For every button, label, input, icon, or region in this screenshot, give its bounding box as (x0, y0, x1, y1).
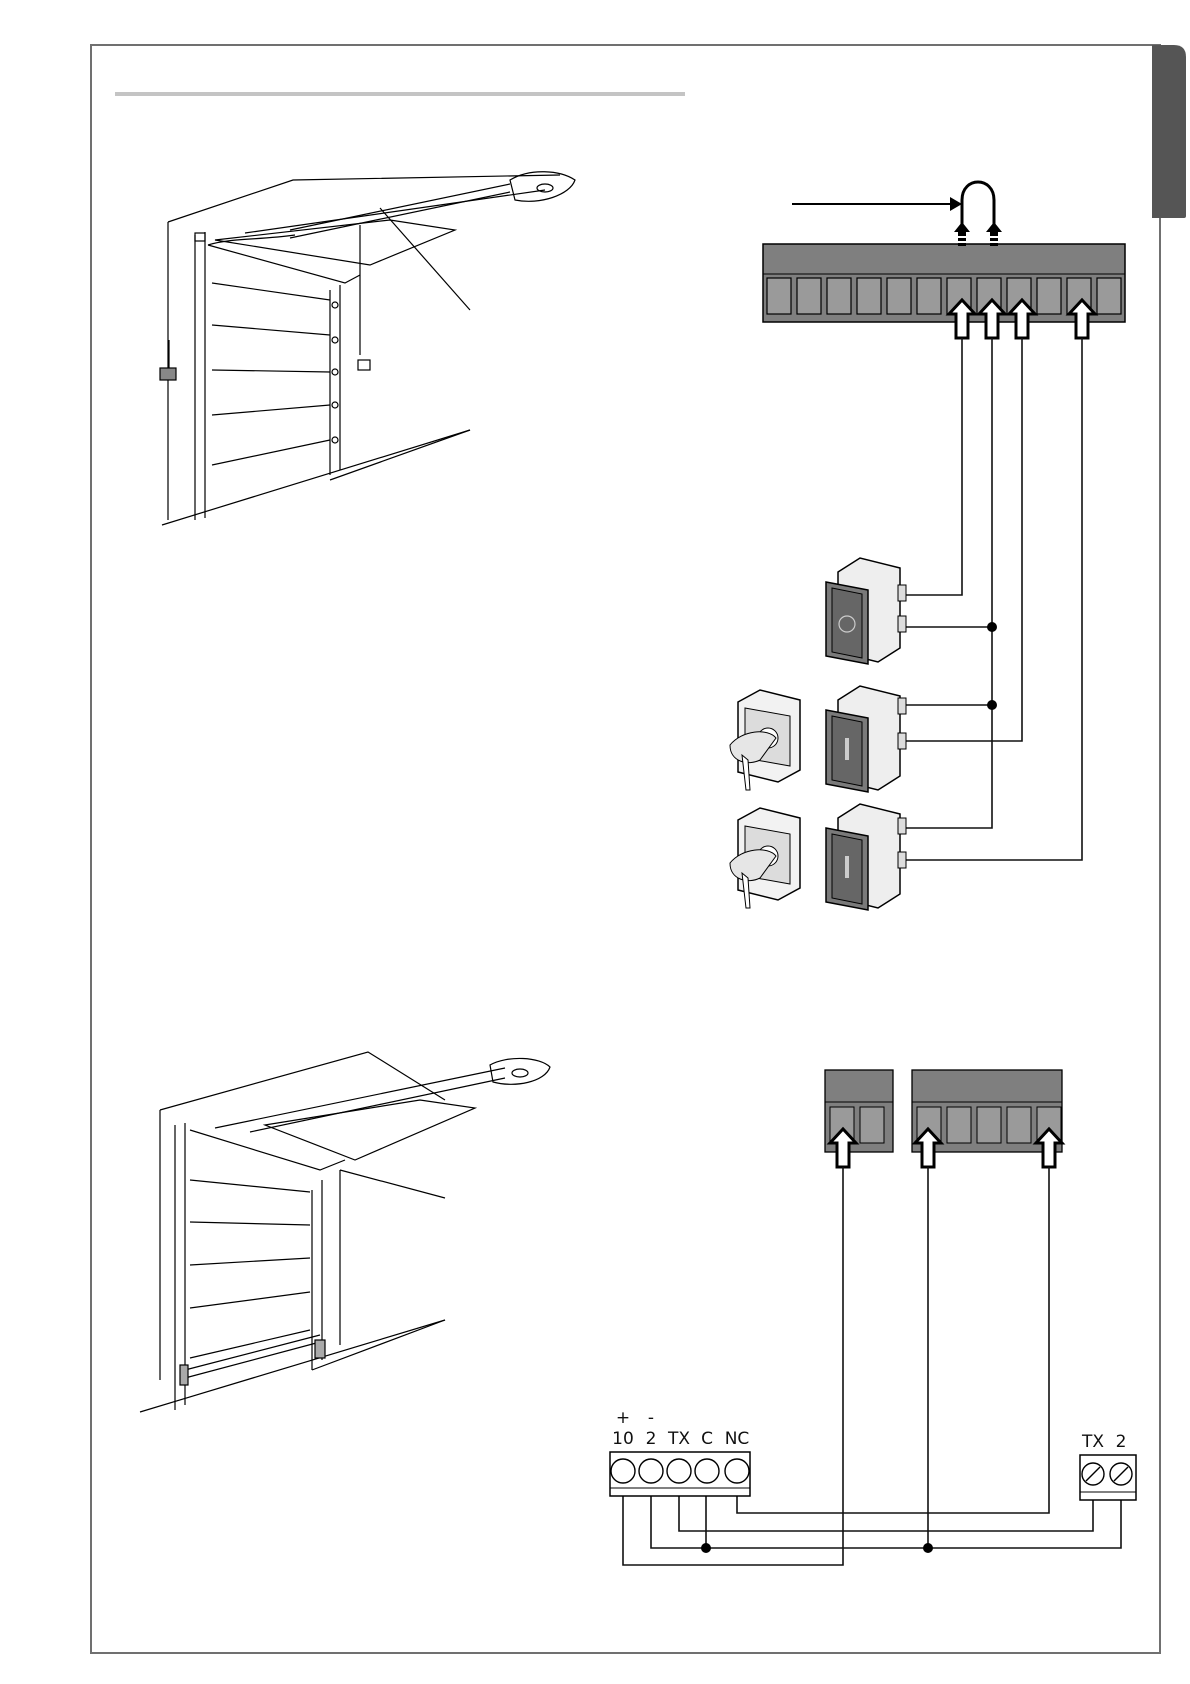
polarity-plus: + (616, 1408, 630, 1428)
jumper-bridge (962, 182, 994, 228)
rx-terminal-label: 2 (646, 1429, 657, 1449)
jumper-pointer-head (950, 197, 962, 211)
tx-terminal-label: 2 (1116, 1432, 1127, 1452)
wire-junction (987, 622, 997, 632)
open-pushbutton (826, 686, 906, 792)
tx-terminal-label: TX (1081, 1432, 1104, 1452)
wire-junction (701, 1543, 711, 1553)
close-pushbutton (826, 804, 906, 910)
polarity-minus: - (648, 1408, 654, 1428)
photocell-receiver (610, 1452, 750, 1496)
stop-pushbutton (826, 558, 906, 664)
wire-junction (923, 1543, 933, 1553)
key-selector-switch (730, 808, 800, 908)
rx-terminal-label: TX (667, 1429, 690, 1449)
jumper-arrow-right (986, 222, 1002, 246)
rx-terminal-label: 10 (612, 1429, 634, 1449)
jumper-arrow-left (954, 222, 970, 246)
key-selector-switch (730, 690, 800, 790)
rx-terminal-label: NC (725, 1429, 750, 1449)
section-tab (1152, 45, 1186, 218)
garage-door-illustration-top (160, 172, 575, 525)
photocell-wiring (623, 1167, 1121, 1565)
rx-terminal-label: C (701, 1429, 713, 1449)
header-rule (115, 92, 685, 96)
garage-door-illustration-bottom (140, 1052, 550, 1412)
pushbutton-wiring (900, 338, 1082, 860)
photocell-transmitter (1080, 1455, 1136, 1500)
wire-junction (987, 700, 997, 710)
